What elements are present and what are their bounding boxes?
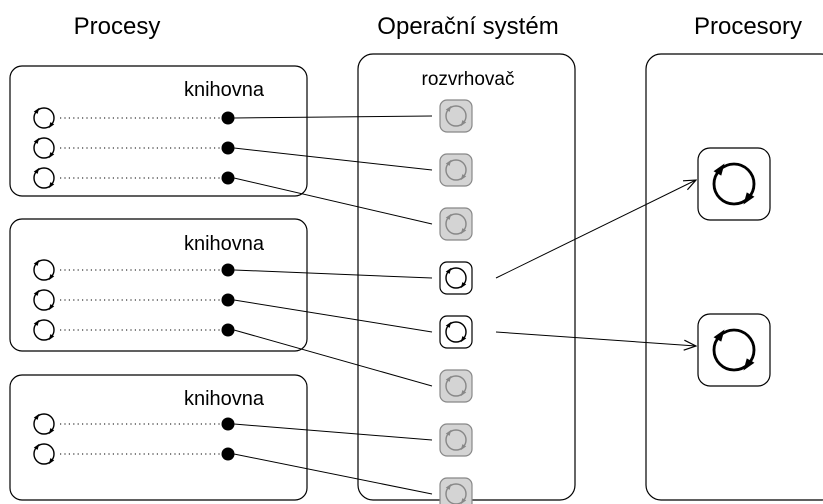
thread-icon (33, 259, 55, 281)
scheduler-label: rozvrhovač (422, 69, 515, 90)
library-endpoint-dot (221, 141, 235, 155)
user-thread (33, 259, 235, 281)
thread-icon (33, 413, 55, 435)
library-endpoint-dot (221, 447, 235, 461)
library-endpoint-dot (221, 417, 235, 431)
user-thread (33, 289, 235, 311)
slot-idle (439, 477, 473, 504)
threads-layer (33, 107, 235, 465)
thread-icon (33, 443, 55, 465)
thread-to-slot-line (233, 269, 433, 279)
process-1: knihovna (9, 65, 308, 197)
library-endpoint-dot (221, 171, 235, 185)
processor-core (697, 313, 771, 387)
user-thread (33, 413, 235, 435)
thread-to-slot-line (233, 147, 433, 171)
process-box (9, 65, 308, 197)
process-box (9, 218, 308, 352)
processors-column-title: Procesory (694, 13, 802, 40)
thread-to-slot-line (233, 453, 433, 495)
library-label: knihovna (184, 79, 265, 101)
thread-to-slot-line (233, 423, 433, 441)
processes-column-title: Procesy (74, 13, 161, 40)
processors-panel (645, 53, 823, 501)
slot-idle (439, 423, 473, 457)
process-3: knihovna (9, 374, 308, 501)
slot-running (439, 315, 473, 349)
thread-icon (33, 137, 55, 159)
slot-running (439, 261, 473, 295)
library-endpoint-dot (221, 323, 235, 337)
processor-icon (712, 328, 756, 372)
kernel-thread-icon (445, 321, 467, 343)
user-thread (33, 319, 235, 341)
library-label: knihovna (184, 233, 265, 255)
kernel-thread-icon (445, 105, 467, 127)
user-thread (33, 107, 235, 129)
kernel-thread-icon (445, 213, 467, 235)
thread-icon (33, 107, 55, 129)
thread-icon (33, 289, 55, 311)
kernel-thread-icon (445, 483, 467, 504)
process-box (9, 374, 308, 501)
connections-layer (233, 115, 696, 495)
library-endpoint-dot (221, 111, 235, 125)
slot-to-processor-arrow (495, 331, 696, 346)
processor-core (697, 147, 771, 221)
processor-cores (697, 147, 771, 387)
user-thread (33, 137, 235, 159)
slot-idle (439, 153, 473, 187)
processor-icon (712, 162, 756, 206)
kernel-thread-icon (445, 159, 467, 181)
thread-to-slot-line (233, 299, 433, 333)
thread-icon (33, 319, 55, 341)
library-label: knihovna (184, 388, 265, 410)
user-thread (33, 167, 235, 189)
thread-icon (33, 167, 55, 189)
library-endpoint-dot (221, 263, 235, 277)
kernel-thread-icon (445, 375, 467, 397)
user-thread (33, 443, 235, 465)
slot-idle (439, 369, 473, 403)
kernel-thread-icon (445, 267, 467, 289)
slot-idle (439, 207, 473, 241)
thread-to-slot-line (233, 115, 433, 119)
slot-to-processor-arrow (495, 180, 696, 279)
kernel-thread-icon (445, 429, 467, 451)
thread-to-slot-line (233, 177, 433, 225)
thread-to-slot-line (233, 329, 433, 387)
slot-idle (439, 99, 473, 133)
os-column-title: Operační systém (377, 13, 558, 40)
scheduler-slots (439, 99, 473, 504)
library-endpoint-dot (221, 293, 235, 307)
process-2: knihovna (9, 218, 308, 352)
